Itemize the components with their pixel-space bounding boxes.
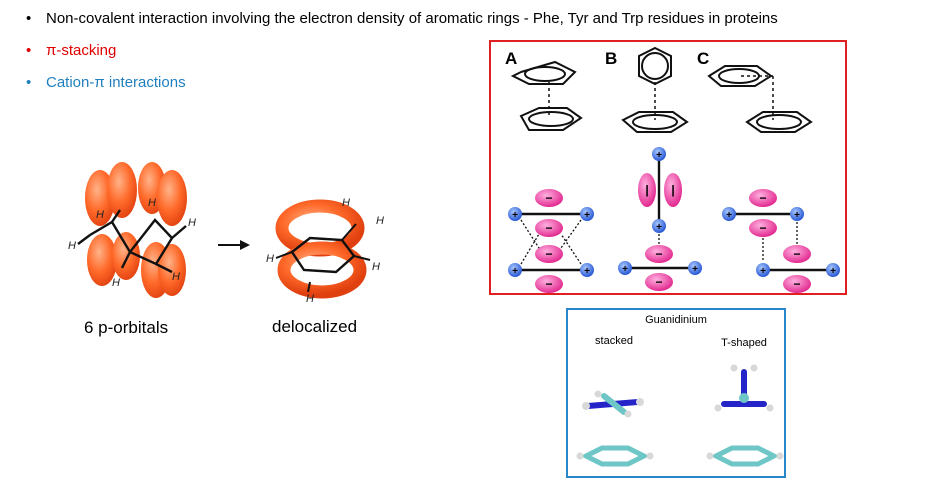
svg-text:+: +: [656, 150, 662, 161]
svg-text:+: +: [584, 266, 590, 277]
svg-text:−: −: [655, 247, 662, 261]
quadrupole-a: − − − − + + + +: [508, 189, 594, 293]
svg-text:+: +: [760, 266, 766, 277]
guanidinium-title: Guanidinium: [645, 314, 707, 326]
pi-stacking-panel: A B C: [489, 40, 847, 295]
orbital-diagram: H H H H H H H H H H H: [68, 162, 384, 305]
guanidinium-diagram: Guanidinium stacked T-shaped: [576, 314, 784, 467]
benzene-a-top: [510, 60, 577, 85]
quadrupole-c: − − − − + + + +: [722, 189, 840, 293]
guanidinium-t-shaped: [714, 364, 774, 412]
quadrupole-b: | | − − + + + +: [618, 147, 702, 291]
svg-text:+: +: [584, 210, 590, 221]
svg-text:+: +: [622, 264, 628, 275]
benzene-skeleton-left: [77, 209, 187, 274]
bullet-text: Non-covalent interaction involving the e…: [46, 10, 778, 27]
benzene-a-bottom: [519, 107, 583, 131]
bullet-list: • Non-covalent interaction involving the…: [22, 8, 778, 104]
hydrogen-labels-right: H H H H H: [266, 197, 384, 305]
svg-text:−: −: [759, 221, 766, 235]
benzene-b-face: [621, 111, 689, 133]
svg-text:−: −: [545, 277, 552, 291]
svg-text:−: −: [655, 275, 662, 289]
svg-text:H: H: [306, 293, 314, 305]
svg-text:H: H: [96, 209, 104, 221]
svg-text:−: −: [793, 247, 800, 261]
stacked-label: stacked: [595, 335, 633, 347]
svg-text:H: H: [372, 261, 380, 273]
svg-text:+: +: [794, 210, 800, 221]
benzene-b-edge: [638, 46, 672, 86]
hydrogen-labels-left: H H H H H H: [68, 197, 196, 289]
bullet-cation-pi: • Cation-π interactions: [22, 72, 778, 104]
geometry-labels: A B C: [505, 49, 709, 68]
benzene-stacked: [580, 445, 650, 467]
svg-text:H: H: [148, 197, 156, 209]
caption-p-orbitals: 6 p-orbitals: [84, 318, 169, 337]
stacking-diagram: A B C: [505, 46, 840, 293]
benzene-c-bottom: [745, 111, 813, 133]
svg-text:−: −: [545, 191, 552, 205]
svg-text:H: H: [112, 277, 120, 289]
svg-text:|: |: [645, 183, 648, 197]
caption-delocalized: delocalized: [272, 317, 358, 336]
bullet-text: Cation-π interactions: [46, 74, 186, 91]
guanidinium-stacked: [582, 390, 644, 418]
delocalized-ring: [275, 199, 371, 299]
label-c: C: [697, 49, 709, 68]
svg-text:+: +: [512, 266, 518, 277]
svg-text:H: H: [172, 271, 180, 283]
svg-text:+: +: [830, 266, 836, 277]
svg-text:+: +: [656, 222, 662, 233]
benzene-t-shaped: [710, 445, 780, 467]
bullet-marker: •: [26, 10, 32, 27]
transform-arrow: [218, 240, 250, 250]
svg-text:H: H: [266, 253, 274, 265]
svg-text:H: H: [376, 215, 384, 227]
bullet-aromatic: • Non-covalent interaction involving the…: [22, 8, 778, 40]
bullet-pi-stacking: • π-stacking: [22, 40, 778, 72]
bullet-text: π-stacking: [46, 42, 117, 59]
svg-text:−: −: [545, 221, 552, 235]
guanidinium-panel: Guanidinium stacked T-shaped: [566, 308, 786, 478]
svg-text:H: H: [68, 240, 76, 252]
svg-text:−: −: [759, 191, 766, 205]
svg-text:+: +: [726, 210, 732, 221]
svg-text:−: −: [545, 247, 552, 261]
p-orbital-lobes: [85, 162, 187, 298]
svg-text:H: H: [188, 217, 196, 229]
svg-text:H: H: [342, 197, 350, 209]
svg-text:+: +: [512, 210, 518, 221]
label-a: A: [505, 49, 517, 68]
bullet-marker: •: [26, 42, 32, 59]
svg-text:−: −: [793, 277, 800, 291]
label-b: B: [605, 49, 617, 68]
svg-text:+: +: [692, 264, 698, 275]
bullet-marker: •: [26, 74, 32, 91]
svg-text:|: |: [671, 183, 674, 197]
t-shaped-label: T-shaped: [721, 337, 767, 349]
